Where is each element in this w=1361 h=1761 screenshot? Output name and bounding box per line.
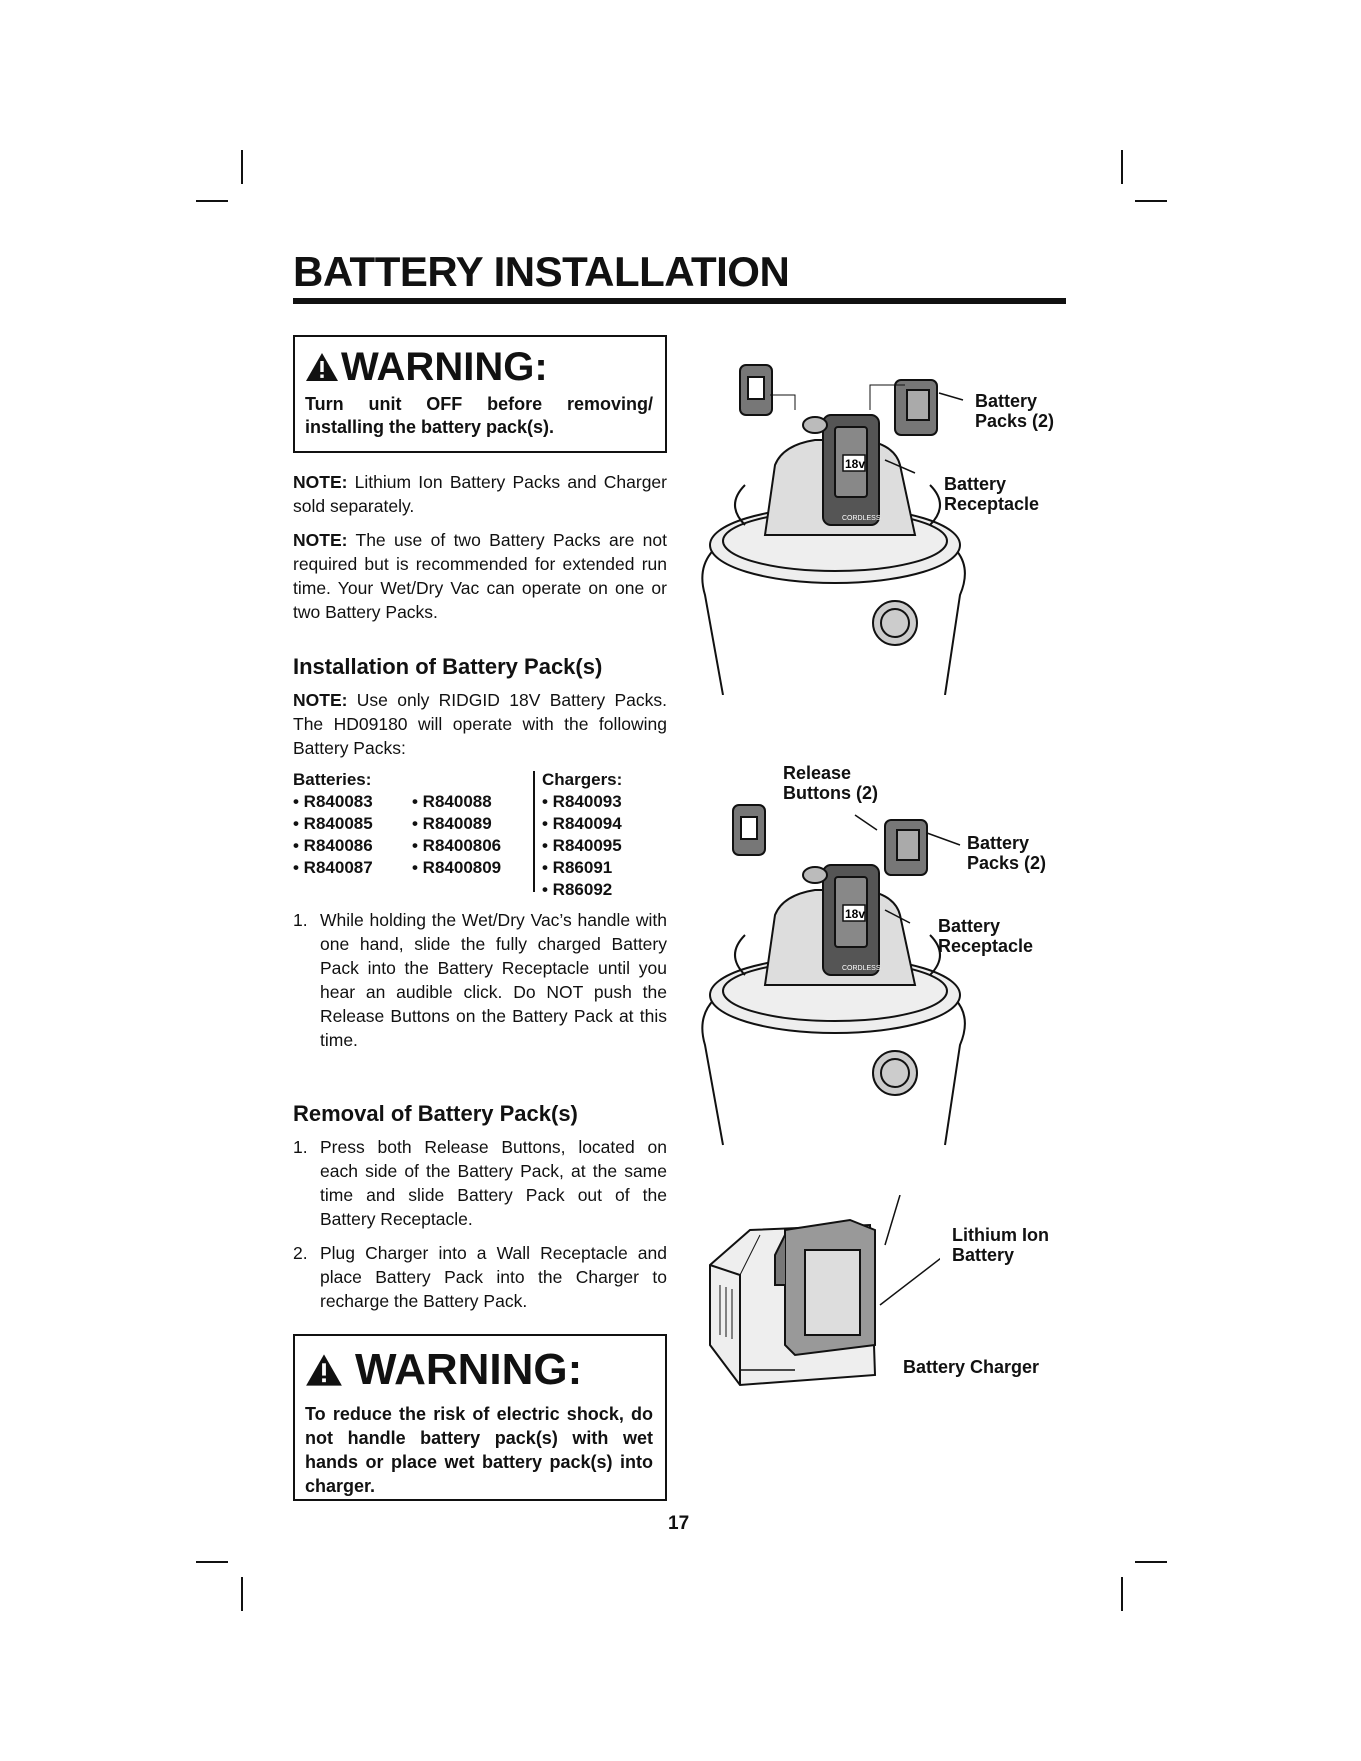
note-label: NOTE: — [293, 530, 348, 550]
charger-model: • R86091 — [542, 858, 613, 877]
crop-mark — [196, 200, 228, 202]
note-paragraph: NOTE: Lithium Ion Battery Packs and Char… — [293, 470, 667, 518]
installation-heading: Installation of Battery Pack(s) — [293, 654, 603, 679]
step-item: 1. Press both Release Buttons, located o… — [293, 1135, 667, 1231]
crop-mark — [1121, 150, 1123, 184]
step-number: 2. — [293, 1243, 308, 1263]
note-label: NOTE: — [293, 690, 348, 710]
step-item: 1. While holding the Wet/Dry Vac’s handl… — [293, 908, 667, 1052]
step-text: While holding the Wet/Dry Vac’s handle w… — [320, 910, 667, 1050]
warning-triangle-icon — [306, 353, 338, 381]
step-text: Plug Charger into a Wall Receptacle and … — [320, 1243, 667, 1311]
removal-heading: Removal of Battery Pack(s) — [293, 1101, 578, 1126]
warning-box-shock: WARNING: To reduce the risk of electric … — [293, 1334, 667, 1501]
chargers-label: Chargers: — [542, 770, 623, 789]
note-paragraph: NOTE: The use of two Battery Packs are n… — [293, 528, 667, 624]
warning-box-power: WARNING: Turn unit OFF before removing/ … — [293, 335, 667, 453]
battery-model: • R840085 — [293, 814, 373, 833]
vac-release-buttons-illustration: 18v CORDLESS — [701, 804, 966, 1146]
battery-model: • R8400806 — [412, 836, 502, 855]
step-number: 1. — [293, 910, 308, 930]
batteries-column-2: • R840088 • R840089 • R8400806 • R840080… — [412, 791, 501, 879]
charger-model: • R840093 — [542, 792, 622, 811]
callout-battery-charger: Battery Charger — [903, 1357, 1040, 1377]
warning-text: Turn unit OFF before removing/ installin… — [305, 394, 653, 437]
battery-model: • R8400809 — [412, 858, 502, 877]
note-label: NOTE: — [293, 472, 348, 492]
battery-model: • R840087 — [293, 858, 373, 877]
crop-mark — [241, 150, 243, 184]
installation-steps: 1. While holding the Wet/Dry Vac’s handl… — [293, 908, 667, 1062]
charger-model: • R840094 — [542, 814, 622, 833]
battery-badge: 18v — [845, 457, 865, 471]
batteries-column-1: Batteries: • R840083 • R840085 • R840086… — [293, 769, 373, 879]
notes-section: NOTE: Lithium Ion Battery Packs and Char… — [293, 470, 667, 634]
note-text: The use of two Battery Packs are not req… — [293, 530, 667, 622]
warning-heading-text: WARNING: — [355, 1345, 583, 1394]
step-text: Press both Release Buttons, located on e… — [320, 1137, 667, 1229]
removal-section: Removal of Battery Pack(s) 1. Press both… — [293, 1101, 667, 1323]
parts-list: Batteries: • R840083 • R840085 • R840086… — [293, 769, 667, 901]
battery-model: • R840088 — [412, 792, 492, 811]
page-number: 17 — [668, 1513, 690, 1534]
battery-charger-illustration — [709, 1195, 940, 1387]
step-item: 2. Plug Charger into a Wall Receptacle a… — [293, 1241, 667, 1313]
battery-badge: 18v — [845, 907, 865, 921]
note-text: Use only RIDGID 18V Battery Packs. The H… — [293, 690, 667, 758]
crop-mark — [1121, 1577, 1123, 1611]
brand-label: CORDLESS — [842, 965, 881, 972]
brand-label: CORDLESS — [842, 515, 881, 522]
warning-triangle-icon — [306, 1354, 342, 1386]
crop-mark — [1135, 1561, 1167, 1563]
charger-model: • R86092 — [542, 880, 613, 899]
warning-heading: WARNING: — [305, 347, 653, 387]
warning-text: To reduce the risk of electric shock, do… — [305, 1404, 653, 1496]
warning-heading-text: WARNING: — [341, 345, 548, 389]
note-text: Lithium Ion Battery Packs and Charger so… — [293, 472, 667, 516]
crop-mark — [1135, 200, 1167, 202]
step-number: 1. — [293, 1137, 308, 1157]
warning-heading: WARNING: — [305, 1348, 653, 1392]
page-title: BATTERY INSTALLATION — [293, 248, 790, 295]
battery-model: • R840089 — [412, 814, 492, 833]
crop-mark — [196, 1561, 228, 1563]
charger-model: • R840095 — [542, 836, 622, 855]
battery-model: • R840083 — [293, 792, 373, 811]
installation-note: NOTE: Use only RIDGID 18V Battery Packs.… — [293, 688, 667, 760]
crop-mark — [241, 1577, 243, 1611]
vac-battery-illustration: 18v CORDLESS — [701, 364, 966, 695]
chargers-column: Chargers: • R840093 • R840094 • R840095 … — [542, 769, 622, 901]
title-rule — [293, 298, 1066, 304]
batteries-label: Batteries: — [293, 770, 372, 789]
column-divider — [533, 771, 535, 892]
battery-model: • R840086 — [293, 836, 373, 855]
installation-section: Installation of Battery Pack(s) NOTE: Us… — [293, 654, 667, 770]
